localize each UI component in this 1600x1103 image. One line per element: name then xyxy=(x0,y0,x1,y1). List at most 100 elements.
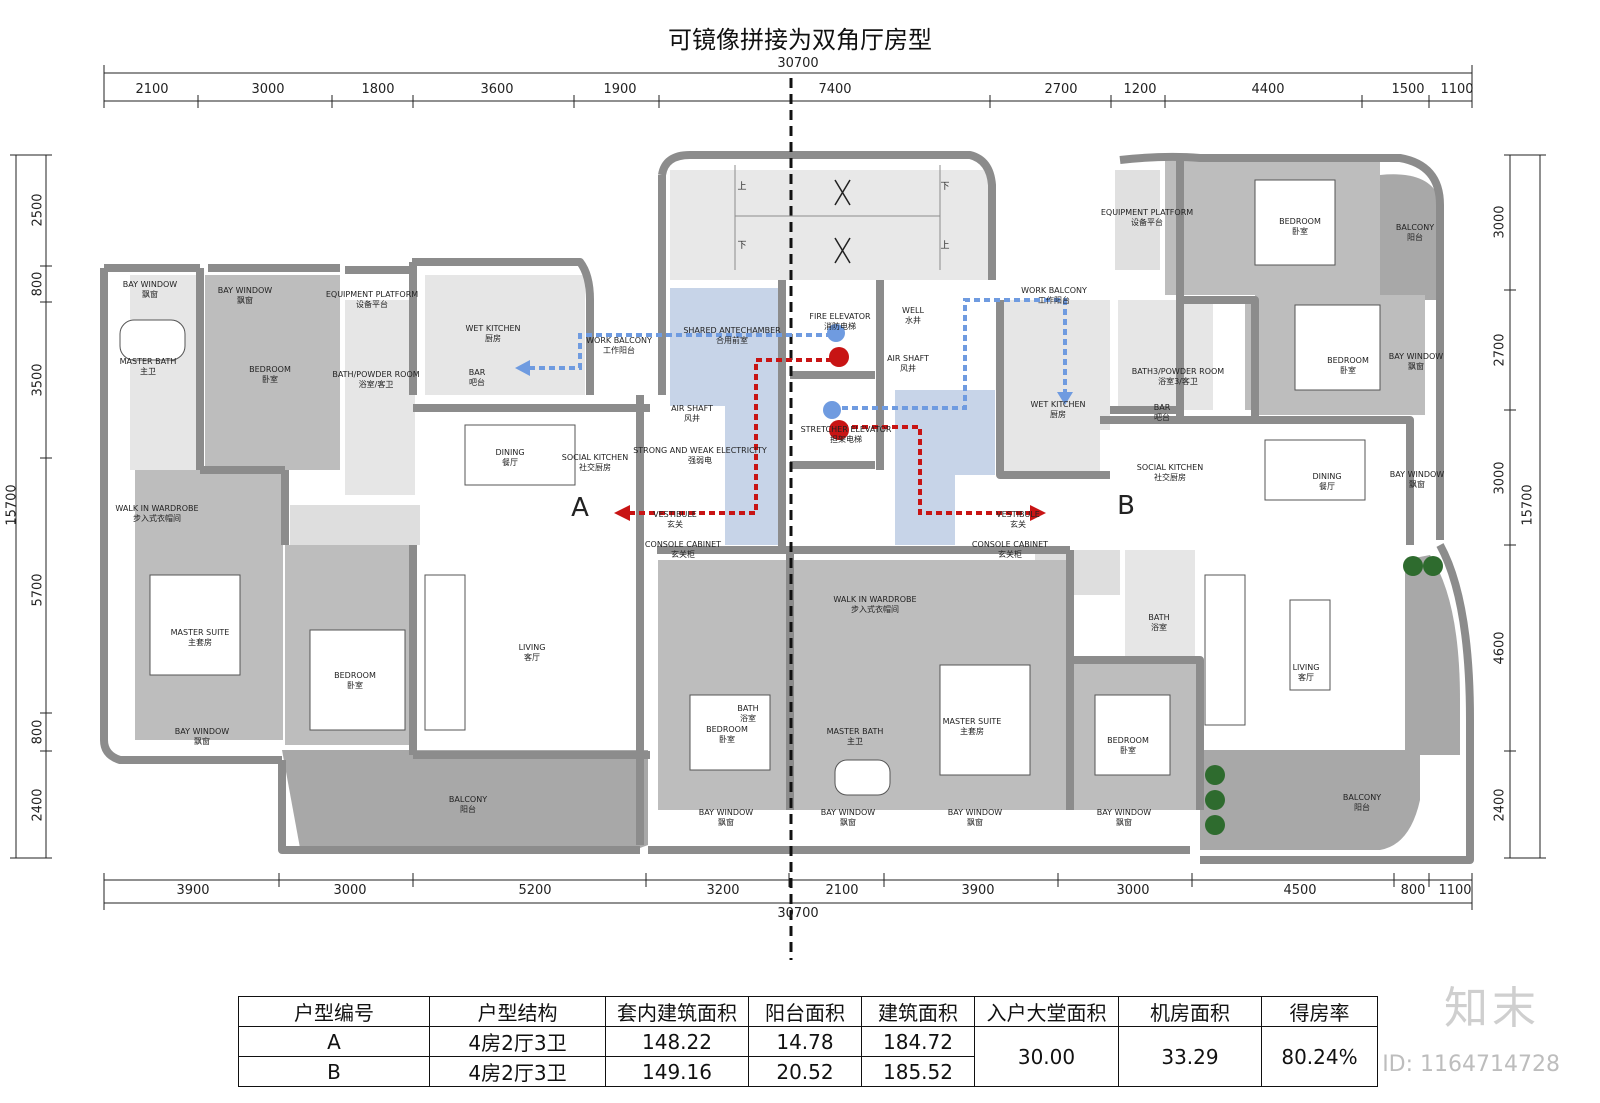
cell-unit: B xyxy=(238,1056,430,1087)
dim-top-9: 4400 xyxy=(1251,82,1285,97)
stair-down-2: 下 xyxy=(737,241,747,251)
unit-a-marker: A xyxy=(571,493,589,523)
cell-gross: 184.72 xyxy=(861,1026,975,1057)
dim-top-10: 1500 xyxy=(1391,82,1425,97)
dim-right-1: 3000 xyxy=(1492,205,1508,239)
dim-left-2: 800 xyxy=(30,271,46,297)
dim-right-5: 2400 xyxy=(1492,788,1508,822)
unit-b-marker: B xyxy=(1117,491,1135,521)
dim-bottom-7: 3000 xyxy=(1116,883,1150,898)
cell-interior: 148.22 xyxy=(605,1026,749,1057)
dim-left-1: 2500 xyxy=(30,193,46,227)
dim-right-2: 2700 xyxy=(1492,333,1508,367)
header-structure: 户型结构 xyxy=(429,996,606,1027)
right-total-dim: 15700 xyxy=(1520,484,1536,526)
dim-top-6: 7400 xyxy=(818,82,852,97)
area-table: 户型编号 户型结构 套内建筑面积 阳台面积 建筑面积 入户大堂面积 机房面积 得… xyxy=(238,996,1378,1087)
cell-machine-area: 33.29 xyxy=(1118,1026,1262,1087)
dim-bottom-3: 5200 xyxy=(518,883,552,898)
left-total-dim: 15700 xyxy=(4,484,20,526)
dim-top-7: 2700 xyxy=(1044,82,1078,97)
cell-structure: 4房2厅3卫 xyxy=(429,1026,606,1057)
dim-top-2: 3000 xyxy=(251,82,285,97)
dim-bottom-4: 3200 xyxy=(706,883,740,898)
cell-unit: A xyxy=(238,1026,430,1057)
stair-up-2: 上 xyxy=(940,241,950,251)
cell-gross: 185.52 xyxy=(861,1056,975,1087)
top-total-dim: 30700 xyxy=(777,56,819,71)
dim-left-5: 800 xyxy=(30,719,46,745)
dim-top-8: 1200 xyxy=(1123,82,1157,97)
dim-bottom-1: 3900 xyxy=(176,883,210,898)
header-machine-area: 机房面积 xyxy=(1118,996,1262,1027)
dim-bottom-9: 800 xyxy=(1400,883,1426,898)
cell-structure: 4房2厅3卫 xyxy=(429,1056,606,1087)
dim-left-3: 3500 xyxy=(30,363,46,397)
dim-top-5: 1900 xyxy=(603,82,637,97)
dim-bottom-5: 2100 xyxy=(825,883,859,898)
stair-down-1: 下 xyxy=(940,182,950,192)
page-title: 可镜像拼接为双角厅房型 xyxy=(668,26,932,54)
dim-bottom-2: 3000 xyxy=(333,883,367,898)
dim-bottom-8: 4500 xyxy=(1283,883,1317,898)
dim-right-4: 4600 xyxy=(1492,631,1508,665)
dim-left-4: 5700 xyxy=(30,573,46,607)
bottom-total-dim: 30700 xyxy=(777,906,819,921)
header-efficiency: 得房率 xyxy=(1261,996,1378,1027)
header-lobby-area: 入户大堂面积 xyxy=(974,996,1119,1027)
cell-lobby-area: 30.00 xyxy=(974,1026,1119,1087)
header-interior-area: 套内建筑面积 xyxy=(605,996,749,1027)
watermark-logo: 知末 xyxy=(1444,983,1540,1034)
cell-balcony: 20.52 xyxy=(748,1056,862,1087)
dim-right-3: 3000 xyxy=(1492,461,1508,495)
cell-efficiency: 80.24% xyxy=(1261,1026,1378,1087)
dim-bottom-10: 1100 xyxy=(1438,883,1472,898)
dim-top-11: 1100 xyxy=(1440,82,1474,97)
header-gross-area: 建筑面积 xyxy=(861,996,975,1027)
dim-bottom-6: 3900 xyxy=(961,883,995,898)
